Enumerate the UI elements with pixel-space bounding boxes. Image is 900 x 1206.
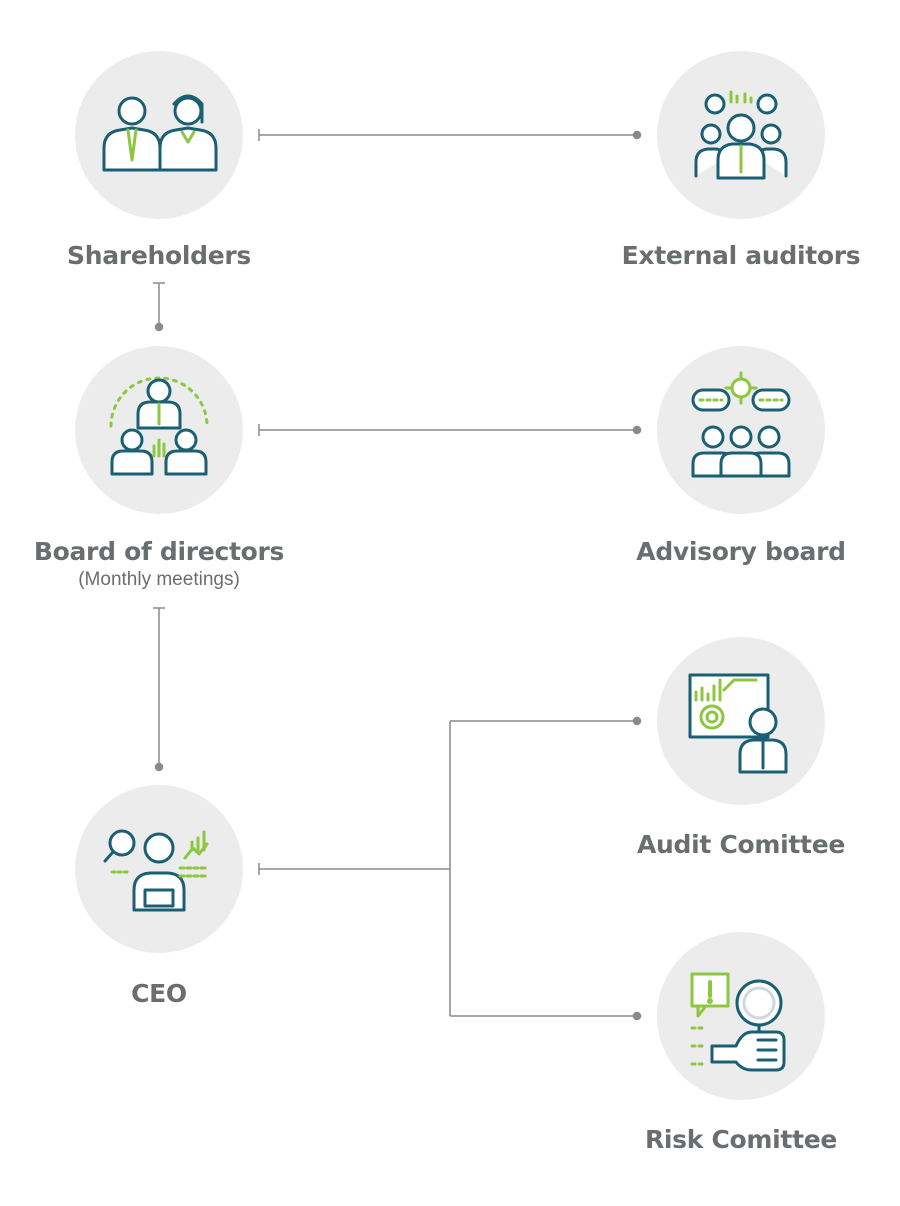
board-circle [75,346,243,514]
risk-committee-label: Risk Comittee [644,1125,838,1154]
edge-shareholders-external-auditors [258,129,642,141]
external-auditors-label: External auditors [621,241,861,270]
ceo-icon [103,829,210,912]
ceo-label: CEO [131,979,187,1008]
edge-shareholders-board [153,282,165,332]
board-of-directors-icon [109,376,209,476]
board-of-directors-label: Board of directors [33,537,285,566]
shareholders-icon [102,94,218,172]
edge-board-ceo [153,607,165,772]
edge-board-advisory [258,424,642,436]
ceo-circle [75,785,243,953]
board-of-directors-sublabel: (Monthly meetings) [78,569,240,590]
shareholders-label: Shareholders [67,241,251,270]
shareholders-circle [75,51,243,219]
connectors [153,129,642,1021]
audit-committee-icon [688,673,788,774]
edge-ceo-committees [258,716,642,1021]
external-auditors-icon [694,90,788,180]
advisory-board-icon [691,371,791,478]
audit-committee-label: Audit Comittee [636,830,846,859]
risk-committee-icon [690,972,786,1072]
advisory-board-label: Advisory board [636,537,846,566]
